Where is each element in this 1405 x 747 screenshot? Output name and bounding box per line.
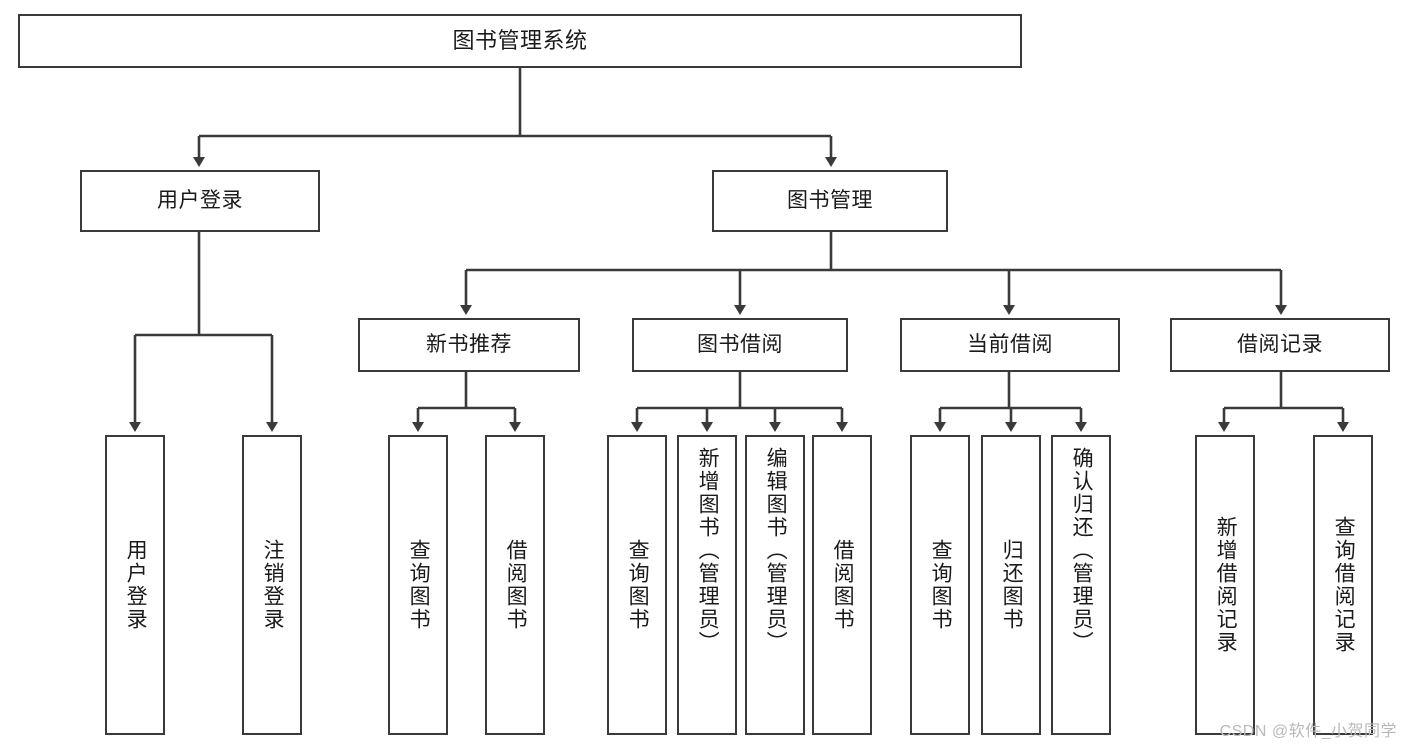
- node-label: 归还图书: [1000, 539, 1024, 631]
- leaf-borrow-add-book[interactable]: 新增图书（管理员）: [677, 435, 737, 735]
- node-label: 图书借阅: [697, 332, 783, 356]
- node-user-login[interactable]: 用户登录: [80, 170, 320, 232]
- leaf-logout[interactable]: 注销登录: [242, 435, 302, 735]
- leaf-record-query[interactable]: 查询借阅记录: [1313, 435, 1373, 735]
- node-label: 编辑图书（管理员）: [764, 447, 788, 654]
- leaf-borrow-edit-book[interactable]: 编辑图书（管理员）: [745, 435, 805, 735]
- node-label: 借阅记录: [1237, 332, 1323, 356]
- node-book-management[interactable]: 图书管理: [712, 170, 948, 232]
- node-root-system[interactable]: 图书管理系统: [18, 14, 1022, 68]
- node-label: 借阅图书: [504, 539, 528, 631]
- node-label: 确认归还（管理员）: [1070, 447, 1094, 654]
- node-label: 用户登录: [157, 188, 243, 212]
- node-new-book-recommend[interactable]: 新书推荐: [358, 318, 580, 372]
- node-label: 新增图书（管理员）: [696, 447, 720, 654]
- leaf-recommend-borrow-book[interactable]: 借阅图书: [485, 435, 545, 735]
- node-label: 新书推荐: [426, 332, 512, 356]
- leaf-borrow-query-book[interactable]: 查询图书: [607, 435, 667, 735]
- leaf-record-add[interactable]: 新增借阅记录: [1195, 435, 1255, 735]
- node-current-borrow[interactable]: 当前借阅: [900, 318, 1120, 372]
- node-label: 借阅图书: [831, 539, 855, 631]
- node-book-borrow[interactable]: 图书借阅: [632, 318, 848, 372]
- node-label: 新增借阅记录: [1214, 516, 1238, 654]
- node-label: 查询图书: [407, 539, 431, 631]
- leaf-current-query-book[interactable]: 查询图书: [910, 435, 970, 735]
- node-borrow-record[interactable]: 借阅记录: [1170, 318, 1390, 372]
- node-label: 查询图书: [626, 539, 650, 631]
- leaf-recommend-query-book[interactable]: 查询图书: [388, 435, 448, 735]
- node-label: 查询借阅记录: [1332, 516, 1356, 654]
- leaf-current-return-book[interactable]: 归还图书: [981, 435, 1041, 735]
- node-label: 查询图书: [929, 539, 953, 631]
- leaf-borrow-borrow-book[interactable]: 借阅图书: [812, 435, 872, 735]
- node-label: 用户登录: [124, 539, 148, 631]
- leaf-current-confirm-return[interactable]: 确认归还（管理员）: [1051, 435, 1111, 735]
- watermark-text: CSDN @软件_小贺同学: [1219, 723, 1397, 740]
- leaf-user-login[interactable]: 用户登录: [105, 435, 165, 735]
- node-label: 图书管理系统: [452, 28, 588, 54]
- node-label: 图书管理: [787, 188, 873, 212]
- node-label: 注销登录: [261, 539, 285, 631]
- node-label: 当前借阅: [967, 332, 1053, 356]
